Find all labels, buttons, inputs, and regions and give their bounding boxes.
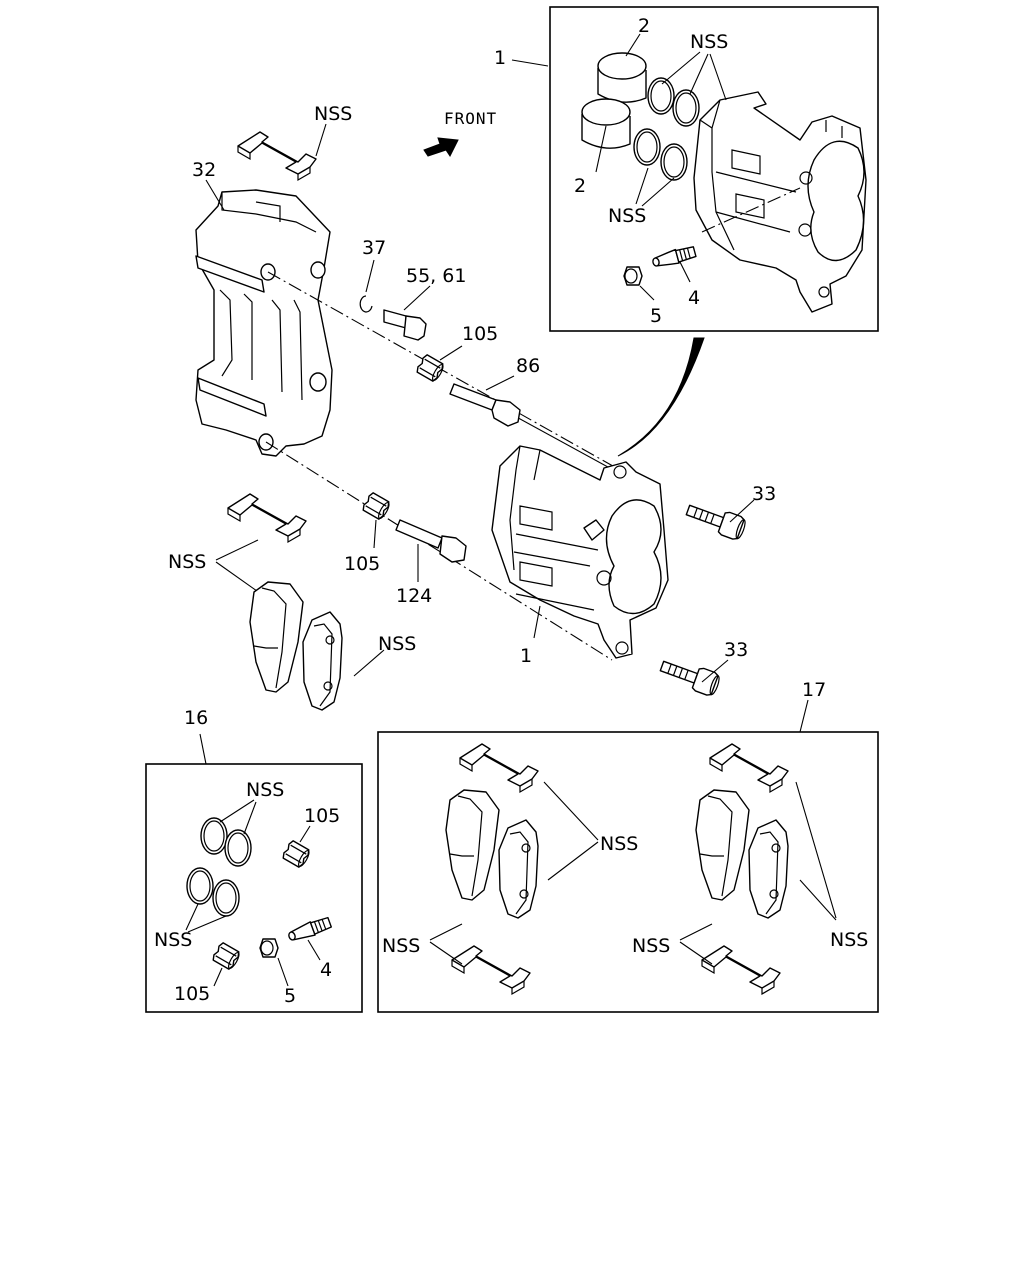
caliper-bolt-33-upper: [683, 498, 749, 543]
guide-pin-124: [395, 519, 467, 563]
bolt-55-61-label: 55, 61: [406, 265, 466, 287]
kit-16-o-ring-c: [186, 867, 214, 905]
kit-17-clip-a-bottom: [451, 945, 531, 995]
kit-16-box: 16 NSS 105 NSS 105 5 4: [145, 707, 363, 1013]
bleeder-screw-label: 4: [688, 287, 700, 309]
pin-boot-105-lower: [360, 491, 393, 522]
front-label: FRONT: [444, 109, 497, 128]
bolt-33-bottom-label: 33: [724, 639, 748, 661]
assembly-line-kit-1: [701, 187, 801, 233]
detail-pointer-arrow: [617, 337, 705, 457]
kit-17-a-nss-left-label: NSS: [382, 935, 420, 957]
kit-17-clip-b-top: [709, 743, 789, 793]
front-arrow-icon: [423, 137, 459, 157]
kit-16-boot-top: [280, 839, 313, 870]
piston-lower-label: 2: [574, 175, 586, 197]
kit-17-box: 17 NSS NSS NSS NSS: [377, 679, 879, 1013]
clip-nss-top-label: NSS: [314, 103, 352, 125]
kit-16-callout-label: 16: [184, 707, 208, 729]
anti-rattle-clip-top: [237, 131, 317, 181]
boot-105-top-label: 105: [462, 323, 498, 345]
kit-16-nss-bottom-label: NSS: [154, 929, 192, 951]
kit-16-bleeder-screw: [286, 915, 333, 945]
kit-16-bleeder-label: 4: [320, 959, 332, 981]
kit-17-pad-set-b: [695, 789, 789, 919]
assembly-line-upper: [267, 271, 621, 471]
kit-16-bleeder-cap: [259, 938, 279, 958]
kit-16-nss-top-label: NSS: [246, 779, 284, 801]
o-ring-1d: [660, 143, 688, 181]
o-ring-1b: [672, 89, 700, 127]
kit-17-clip-a-top: [459, 743, 539, 793]
kit-17-clip-b-bottom: [701, 945, 781, 995]
caliper-kit-1: [693, 91, 867, 313]
kit-1-nss-bottom-label: NSS: [608, 205, 646, 227]
pin-boot-105-upper: [414, 353, 447, 384]
o-ring-1a: [647, 77, 675, 115]
kit-17-b-nss-right-label: NSS: [830, 929, 868, 951]
clip-nss-left-label: NSS: [168, 551, 206, 573]
guide-bolt-55-61: [383, 309, 427, 341]
support-32-label: 32: [192, 159, 216, 181]
caliper-support-bracket: [195, 189, 333, 457]
guide-pin-86: [449, 383, 521, 427]
kit-16-o-ring-a: [200, 817, 228, 855]
caliper-bolt-33-lower: [657, 654, 723, 699]
pin-124-label: 124: [396, 585, 432, 607]
kit-16-boot-top-label: 105: [304, 805, 340, 827]
bleeder-cap-kit-1: [623, 266, 643, 286]
pad-nss-label: NSS: [378, 633, 416, 655]
o-ring-1c: [633, 128, 661, 166]
piston-upper: [597, 52, 647, 103]
kit-17-a-nss-right-label: NSS: [600, 833, 638, 855]
kit-17-pad-set-a: [445, 789, 539, 919]
bleeder-screw-kit-1: [650, 244, 698, 271]
kit-16-o-ring-d: [212, 879, 240, 917]
piston-lower: [581, 98, 631, 149]
front-direction-indicator: FRONT: [423, 109, 497, 157]
kit-16-boot-bottom-label: 105: [174, 983, 210, 1005]
boot-105-mid-label: 105: [344, 553, 380, 575]
kit-1-box: 1 2 NSS 2 NSS 4 5: [494, 6, 879, 332]
kit-17-b-nss-left-label: NSS: [632, 935, 670, 957]
kit-16-boot-bottom: [210, 941, 243, 972]
ring-37-label: 37: [362, 237, 386, 259]
caliper-1-label: 1: [520, 645, 532, 667]
brake-caliper-main: [491, 445, 669, 659]
kit-1-callout-label: 1: [494, 47, 506, 69]
assembly-line-lower: [265, 441, 613, 661]
kit-16-cap-label: 5: [284, 985, 296, 1007]
piston-upper-label: 2: [638, 15, 650, 37]
kit-1-nss-top-label: NSS: [690, 31, 728, 53]
bleeder-cap-label: 5: [650, 305, 662, 327]
pin-86-label: 86: [516, 355, 540, 377]
brake-pad-set-main: [249, 581, 343, 711]
anti-rattle-clip-left: [227, 493, 307, 543]
bolt-33-top-label: 33: [752, 483, 776, 505]
snap-ring-37: [359, 295, 373, 313]
kit-16-o-ring-b: [224, 829, 252, 867]
kit-17-callout-label: 17: [802, 679, 826, 701]
